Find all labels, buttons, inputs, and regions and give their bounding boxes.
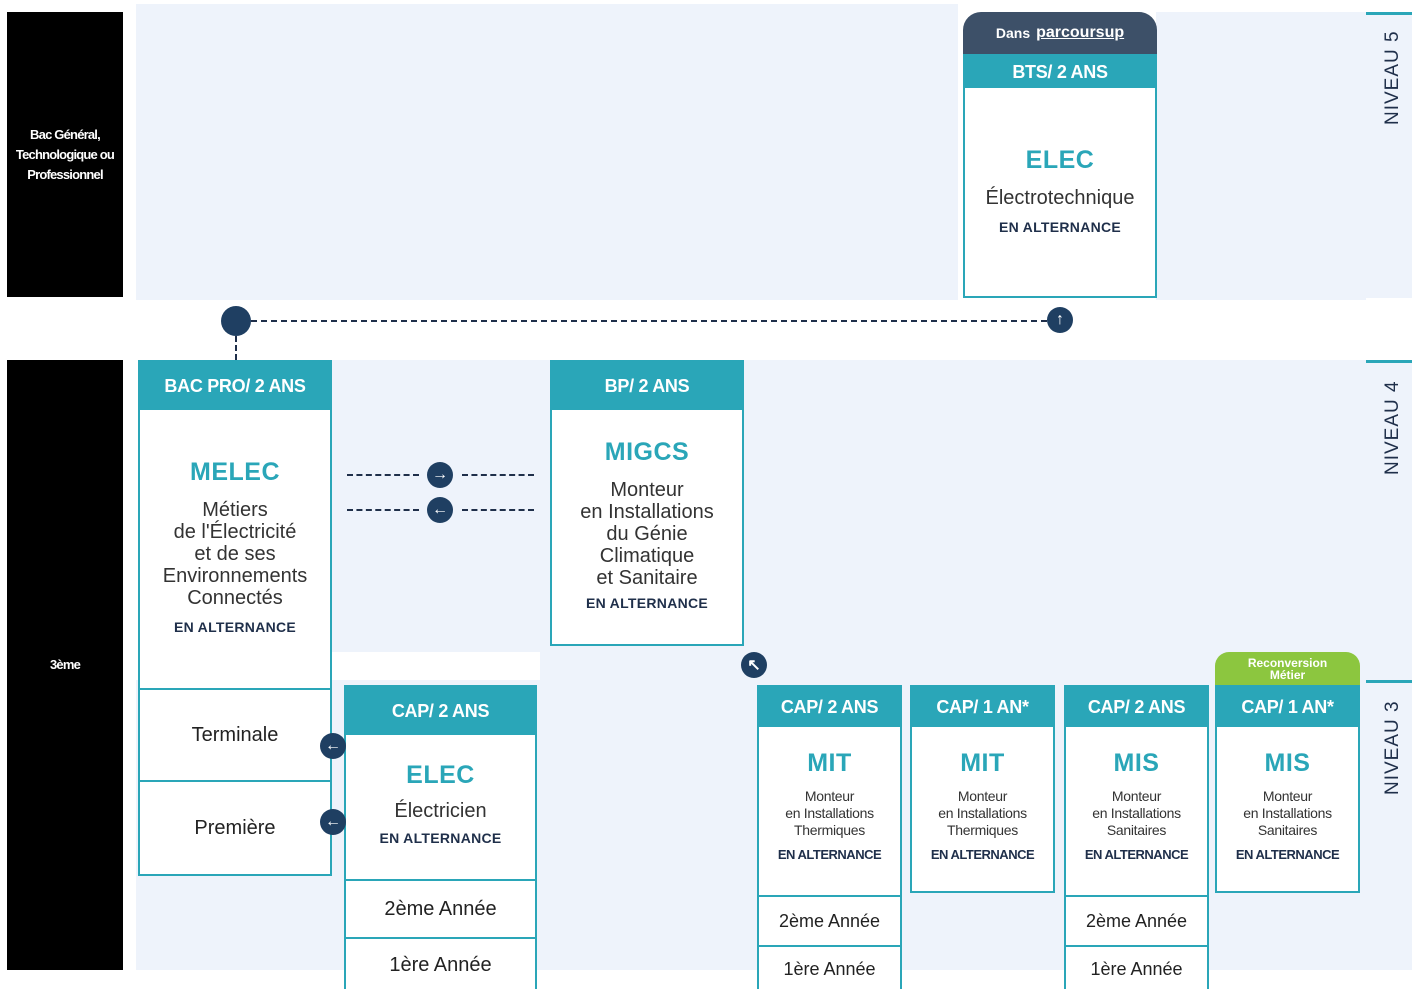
cap-mit-2-code: MIT: [807, 749, 852, 777]
connector-vertical: [235, 336, 237, 360]
cap-mis-2-code: MIS: [1113, 749, 1160, 777]
entry-bac-box: Bac Général, Technologique ou Profession…: [7, 12, 123, 297]
parcoursup-logo: parcoursup: [1036, 24, 1125, 41]
bacpro-desc: Métiers de l'Électricité et de ses Envir…: [162, 499, 308, 609]
bacpro-alternance: EN ALTERNANCE: [173, 619, 297, 635]
level5-band: [136, 4, 958, 300]
bacpro-code: MELEC: [190, 458, 280, 486]
level4-band-right: [958, 360, 1412, 652]
arrow-diagonal-icon: ↖: [741, 652, 767, 678]
bp-card: BP/ 2 ANS MIGCS Monteur en Installations…: [550, 360, 744, 646]
bp-alternance: EN ALTERNANCE: [585, 595, 709, 611]
level5-band-right: [1156, 12, 1366, 300]
cap-mit-2-year-1: 1ère Année: [759, 945, 900, 991]
cap-mit-2-alternance: EN ALTERNANCE: [777, 847, 882, 862]
connector-line: [251, 320, 1047, 322]
cap-elec-head: CAP/ 2 ANS: [346, 687, 535, 735]
cap-mit-1-alternance: EN ALTERNANCE: [930, 847, 1035, 862]
bridge-line-2a: [347, 509, 419, 511]
arrow-left-premiere-icon: ←: [320, 809, 346, 835]
level5-line: [1366, 12, 1412, 15]
arrow-left-terminale-icon: ←: [320, 733, 346, 759]
bts-card: BTS/ 2 ANS ELEC Électrotechnique EN ALTE…: [963, 54, 1157, 298]
cap-mis-2-year-2: 2ème Année: [1066, 895, 1207, 945]
cap-mit-1-code: MIT: [960, 749, 1005, 777]
cap-elec-desc: Électricien: [394, 800, 487, 822]
bridge-line-1a: [347, 474, 419, 476]
parcoursup-prefix: Dans: [995, 25, 1031, 41]
bp-code: MIGCS: [604, 438, 690, 466]
bacpro-year-premiere: Première: [140, 780, 330, 874]
bts-code: ELEC: [1025, 146, 1095, 174]
cap-elec-code: ELEC: [406, 761, 475, 789]
bridge-line-2b: [462, 509, 534, 511]
cap-mis-1-alternance: EN ALTERNANCE: [1235, 847, 1340, 862]
cap-elec-year-2: 2ème Année: [346, 879, 535, 937]
entry-3eme-box: 3ème: [7, 360, 123, 970]
level4-label: NIVEAU 4: [1382, 380, 1403, 476]
bacpro-head: BAC PRO/ 2 ANS: [140, 362, 330, 410]
cap-mit-1-head: CAP/ 1 AN*: [912, 687, 1053, 727]
arrow-left-icon: ←: [427, 497, 453, 523]
parcoursup-tab: Dans parcoursup: [963, 12, 1157, 54]
cap-mit-2-head: CAP/ 2 ANS: [759, 687, 900, 727]
bacpro-year-terminale: Terminale: [140, 688, 330, 780]
bts-head: BTS/ 2 ANS: [965, 56, 1155, 88]
bridge-line-1b: [462, 474, 534, 476]
level3-label: NIVEAU 3: [1382, 700, 1403, 796]
cap-elec-card: CAP/ 2 ANS ELEC Électricien EN ALTERNANC…: [344, 685, 537, 991]
connector-node: [221, 306, 251, 336]
level5-band-edge: [1366, 12, 1412, 298]
bp-head: BP/ 2 ANS: [552, 362, 742, 410]
bp-desc: Monteur en Installations du Génie Climat…: [580, 479, 714, 589]
reconversion-tag: Reconversion Métier: [1215, 652, 1360, 686]
bts-alternance: EN ALTERNANCE: [998, 219, 1122, 235]
bacpro-card: BAC PRO/ 2 ANS MELEC Métiers de l'Électr…: [138, 360, 332, 876]
cap-mis-1-head: CAP/ 1 AN*: [1217, 687, 1358, 727]
bts-desc: Électrotechnique: [985, 187, 1135, 209]
entry-bac-label: Bac Général, Technologique ou Profession…: [15, 126, 115, 182]
cap-elec-alternance: EN ALTERNANCE: [379, 830, 502, 846]
arrow-up-icon: ↑: [1047, 307, 1073, 333]
entry-3eme-label: 3ème: [49, 657, 81, 672]
cap-mis-2-year-1: 1ère Année: [1066, 945, 1207, 991]
level4-line: [1366, 360, 1412, 363]
cap-mis-2-head: CAP/ 2 ANS: [1066, 687, 1207, 727]
level5-label: NIVEAU 5: [1382, 30, 1403, 126]
cap-mis-1-code: MIS: [1264, 749, 1311, 777]
cap-elec-year-1: 1ère Année: [346, 937, 535, 991]
arrow-right-icon: →: [427, 462, 453, 488]
cap-mit-2-year-2: 2ème Année: [759, 895, 900, 945]
cap-mis-2-alternance: EN ALTERNANCE: [1084, 847, 1189, 862]
level3-line: [1366, 680, 1412, 683]
